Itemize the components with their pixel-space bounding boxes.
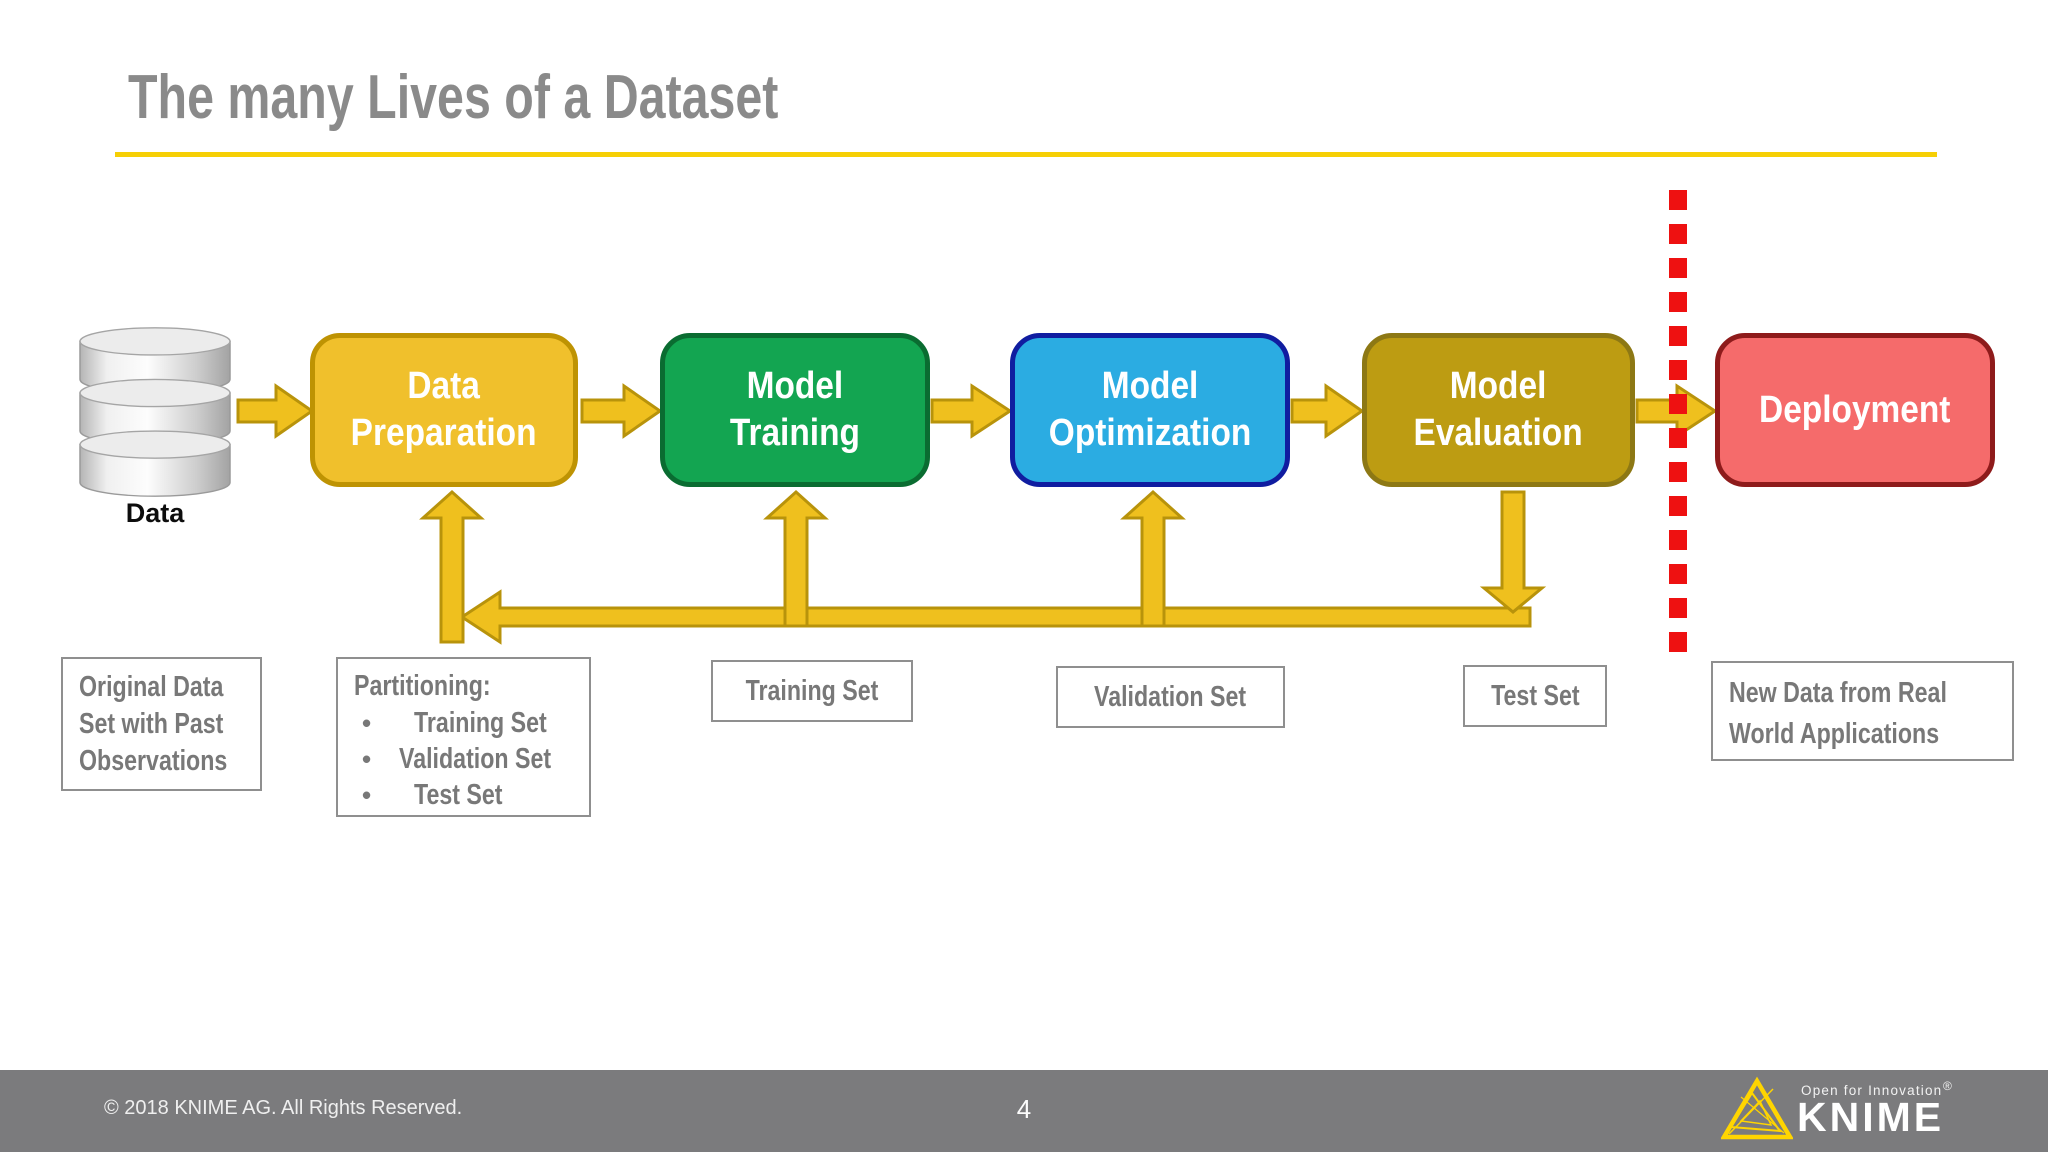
stage-label: Deployment: [1759, 388, 1951, 431]
new-data-text: New Data from Real World Applications: [1729, 677, 1947, 750]
knime-wordmark: KNIME: [1797, 1094, 1945, 1140]
feedback-arrow-from-evaluation: [1479, 490, 1547, 614]
partitioning-bullet-row: • Test Set: [354, 777, 589, 813]
arrow-optimization-to-evaluation: [1290, 383, 1365, 439]
arrow-training-to-optimization: [930, 383, 1013, 439]
database-segment: [79, 430, 231, 497]
stage-label: Model Training: [729, 365, 861, 454]
stage-label: Data Preparation: [351, 365, 537, 454]
feedback-arrow-into-preparation: [419, 489, 485, 644]
registered-mark: ®: [1943, 1079, 1952, 1093]
label-box-new-data: New Data from Real World Applications: [1711, 661, 2014, 761]
label-box-test-set: Test Set: [1463, 665, 1607, 727]
page-title: The many Lives of a Dataset: [128, 63, 779, 132]
stage-box-model-optimization: Model Optimization: [1010, 333, 1290, 487]
knime-tagline: Open for Innovation: [1801, 1083, 1943, 1098]
label-box-training-set: Training Set: [711, 660, 913, 722]
label-box-original-data: Original Data Set with Past Observations: [61, 657, 262, 791]
stage-box-deployment: Deployment: [1715, 333, 1995, 487]
test-set-text: Test Set: [1490, 679, 1580, 712]
stage-box-model-evaluation: Model Evaluation: [1362, 333, 1635, 487]
bullet-dot: •: [362, 780, 372, 810]
feedback-arrow-into-optimization: [1120, 489, 1186, 628]
partitioning-bullet-label: Test Set: [414, 779, 503, 811]
partitioning-bullet-label: Training Set: [414, 707, 547, 739]
stage-box-data-preparation: Data Preparation: [310, 333, 578, 487]
copyright-text: © 2018 KNIME AG. All Rights Reserved.: [104, 1097, 463, 1119]
partitioning-title: Partitioning:: [354, 670, 491, 702]
training-set-text: Training Set: [745, 674, 879, 707]
deployment-boundary-dashed-line: [1669, 190, 1687, 662]
validation-set-text: Validation Set: [1094, 680, 1247, 713]
partitioning-bullet-row: • Validation Set: [354, 741, 589, 777]
arrow-data-to-preparation: [236, 383, 315, 439]
feedback-bar-arrow: [459, 589, 1532, 645]
page-number: 4: [1016, 1094, 1032, 1124]
label-box-partitioning: Partitioning: • Training Set • Validatio…: [336, 657, 591, 817]
label-box-validation-set: Validation Set: [1056, 666, 1285, 728]
bullet-dot: •: [362, 708, 372, 738]
feedback-arrow-into-training: [763, 489, 829, 628]
partitioning-bullet-label: Validation Set: [398, 743, 551, 775]
footer-bar: © 2018 KNIME AG. All Rights Reserved. 4 …: [0, 1070, 2048, 1152]
stage-box-model-training: Model Training: [660, 333, 930, 487]
original-data-text: Original Data Set with Past Observations: [79, 671, 228, 777]
database-icon: [79, 327, 231, 497]
arrow-preparation-to-training: [580, 383, 663, 439]
bullet-dot: •: [362, 744, 372, 774]
partitioning-bullet-row: • Training Set: [354, 705, 589, 741]
title-underline: [115, 152, 1937, 157]
stage-label: Model Evaluation: [1413, 365, 1584, 454]
stage-label: Model Optimization: [1048, 365, 1252, 454]
database-label: Data: [125, 498, 185, 528]
knime-triangle-icon: [1721, 1076, 1793, 1140]
